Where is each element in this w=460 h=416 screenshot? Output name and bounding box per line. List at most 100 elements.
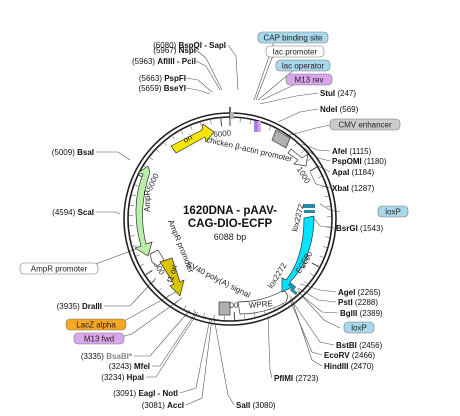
site-name: NdeI xyxy=(320,105,337,114)
feature-box-label: CMV enhancer xyxy=(338,120,392,129)
minor-tick xyxy=(156,149,160,153)
site-name: ApaI xyxy=(332,168,349,177)
top-gray-feature xyxy=(230,112,234,119)
minor-tick xyxy=(304,281,308,285)
tick-label-1000: 1000 xyxy=(295,165,312,185)
minor-tick xyxy=(149,157,154,161)
plasmid-length: 6088 bp xyxy=(214,232,247,242)
site-position: (3081) xyxy=(142,401,165,410)
lox-marker-bottom2 xyxy=(289,287,298,296)
cmv-enhancer-arrow xyxy=(271,129,291,149)
site-name: BglII xyxy=(340,309,357,318)
feature-box: LacZ alpha xyxy=(65,318,127,331)
site-position: (5009) xyxy=(52,148,75,157)
site-label: (3935) DraIII xyxy=(57,302,102,311)
site-position: (1184) xyxy=(352,168,375,177)
site-position: (1287) xyxy=(351,184,374,193)
site-position: (2456) xyxy=(359,341,382,350)
site-label: (5663) PspFI xyxy=(139,74,186,83)
feature-box: M13 fwd xyxy=(73,332,125,345)
feature-box-label: LacZ alpha xyxy=(76,320,116,329)
minor-tick xyxy=(325,236,330,238)
feature-box: loxP xyxy=(343,321,375,334)
lox-marker-bottom xyxy=(287,281,297,291)
features xyxy=(134,112,315,316)
site-name: DraIII xyxy=(82,302,102,311)
minor-tick xyxy=(297,288,301,292)
site-position: (3335) xyxy=(81,352,104,361)
site-position: (3080) xyxy=(252,401,275,410)
minor-tick xyxy=(130,235,135,237)
plasmid-title-2: CAG-DIO-ECFP xyxy=(188,218,273,230)
site-name: HindIII xyxy=(324,362,348,371)
site-position: (5963) xyxy=(132,57,155,66)
major-tick xyxy=(145,269,153,276)
feature-box-label: loxP xyxy=(385,207,401,216)
site-label: (3234) HpaI xyxy=(101,373,144,382)
site-name: MfeI xyxy=(134,362,150,371)
site-position: (247) xyxy=(337,89,356,98)
minor-tick xyxy=(322,246,327,248)
major-tick xyxy=(220,118,223,127)
site-label: (6080) BspQI - SapI xyxy=(153,41,226,50)
site-position: (3243) xyxy=(109,362,132,371)
site-label: PstI (2288) xyxy=(338,298,378,307)
site-name: NspI xyxy=(179,46,196,55)
feature-box: AmpR promoter xyxy=(19,262,99,275)
site-name: BspQI - SapI xyxy=(178,41,226,50)
minor-tick xyxy=(131,194,136,197)
feature-box-label: lac operator xyxy=(282,61,325,70)
minor-tick xyxy=(326,206,331,208)
f1-ori-arrow xyxy=(159,257,185,297)
ori-label: ori xyxy=(182,133,194,145)
chicken-promoter-arrow xyxy=(287,148,309,167)
site-position: (3935) xyxy=(57,302,80,311)
minor-tick xyxy=(151,280,156,284)
ecfp-arrow xyxy=(281,215,315,293)
feature-box-label: loxP xyxy=(351,323,367,332)
site-name: SalI xyxy=(236,401,250,410)
feature-box: M13 rev xyxy=(285,73,333,86)
minor-tick xyxy=(183,305,187,310)
ampr-label: AmpR xyxy=(143,190,152,212)
minor-tick xyxy=(190,125,193,130)
site-label: XbaI (1287) xyxy=(332,184,375,193)
site-position: (2723) xyxy=(295,374,318,383)
feature-box: lac operator xyxy=(275,59,331,72)
minor-tick xyxy=(321,185,326,188)
site-name: EcoRV xyxy=(324,351,350,360)
feature-box-bg xyxy=(329,118,401,131)
site-name: AflIII - PciI xyxy=(157,57,196,66)
site-name: PspFI xyxy=(164,74,186,83)
site-label: BstBI (2456) xyxy=(336,341,383,350)
site-name: BsrGI xyxy=(336,224,358,233)
minor-tick xyxy=(324,195,329,198)
minor-tick xyxy=(200,122,202,127)
lac-marker-2 xyxy=(258,121,261,132)
feature-box-label: M13 rev xyxy=(295,75,324,84)
minor-tick xyxy=(158,287,162,291)
site-position: (1180) xyxy=(364,157,387,166)
site-label: (5659) BseYI xyxy=(138,84,186,93)
site-label: EcoRV (2466) xyxy=(324,351,375,360)
minor-tick xyxy=(193,309,196,314)
site-position: (6080) xyxy=(153,41,176,50)
site-name: XbaI xyxy=(332,184,349,193)
minor-tick xyxy=(181,130,184,135)
site-label: (4594) ScaI xyxy=(52,208,94,217)
site-label: PspOMI (1180) xyxy=(332,157,387,166)
site-name: AgeI xyxy=(338,288,355,297)
major-tick xyxy=(311,262,320,268)
minor-tick xyxy=(244,314,246,319)
site-name: BseYI xyxy=(164,84,186,93)
site-position: (1115) xyxy=(349,147,371,156)
site-name: BsaI xyxy=(77,148,94,157)
minor-tick xyxy=(163,142,167,146)
feature-box: CMV enhancer xyxy=(329,118,401,131)
restriction-sites: (6080) BspQI - SapI(5967) NspI(5963) Afl… xyxy=(52,41,387,410)
site-label: (3081) AccI xyxy=(142,401,184,410)
minor-tick xyxy=(289,295,293,299)
site-label: (5009) BsaI xyxy=(52,148,94,157)
